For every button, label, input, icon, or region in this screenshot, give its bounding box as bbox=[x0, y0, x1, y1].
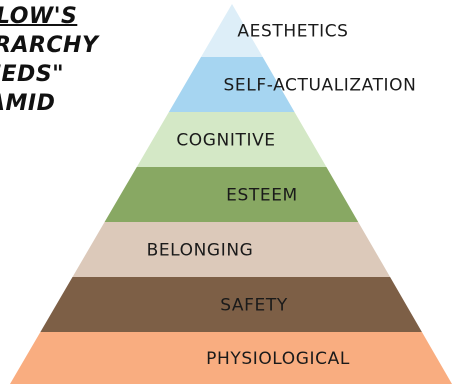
tier-label-5: BELONGING bbox=[147, 241, 254, 261]
tier-label-3: COGNITIVE bbox=[176, 131, 275, 151]
tier-5 bbox=[72, 222, 391, 277]
tier-2 bbox=[168, 57, 295, 112]
tier-label-2: SELF-ACTUALIZATION bbox=[224, 76, 417, 96]
tier-1 bbox=[201, 4, 263, 57]
title-line-3: EEDS" bbox=[0, 62, 65, 87]
tier-6 bbox=[40, 277, 422, 332]
title-line-1: LOW'S bbox=[0, 4, 78, 29]
tier-3 bbox=[136, 112, 327, 167]
tier-label-4: ESTEEM bbox=[226, 186, 298, 206]
diagram-title: LOW'S RARCHY EEDS" AMID bbox=[0, 2, 150, 118]
tier-4 bbox=[104, 167, 359, 222]
tier-label-6: SAFETY bbox=[220, 296, 288, 316]
title-line-2: RARCHY bbox=[0, 33, 99, 58]
tier-7 bbox=[10, 332, 452, 384]
tier-label-7: PHYSIOLOGICAL bbox=[206, 349, 350, 369]
tier-label-1: AESTHETICS bbox=[237, 22, 348, 42]
title-line-4: AMID bbox=[0, 91, 56, 116]
